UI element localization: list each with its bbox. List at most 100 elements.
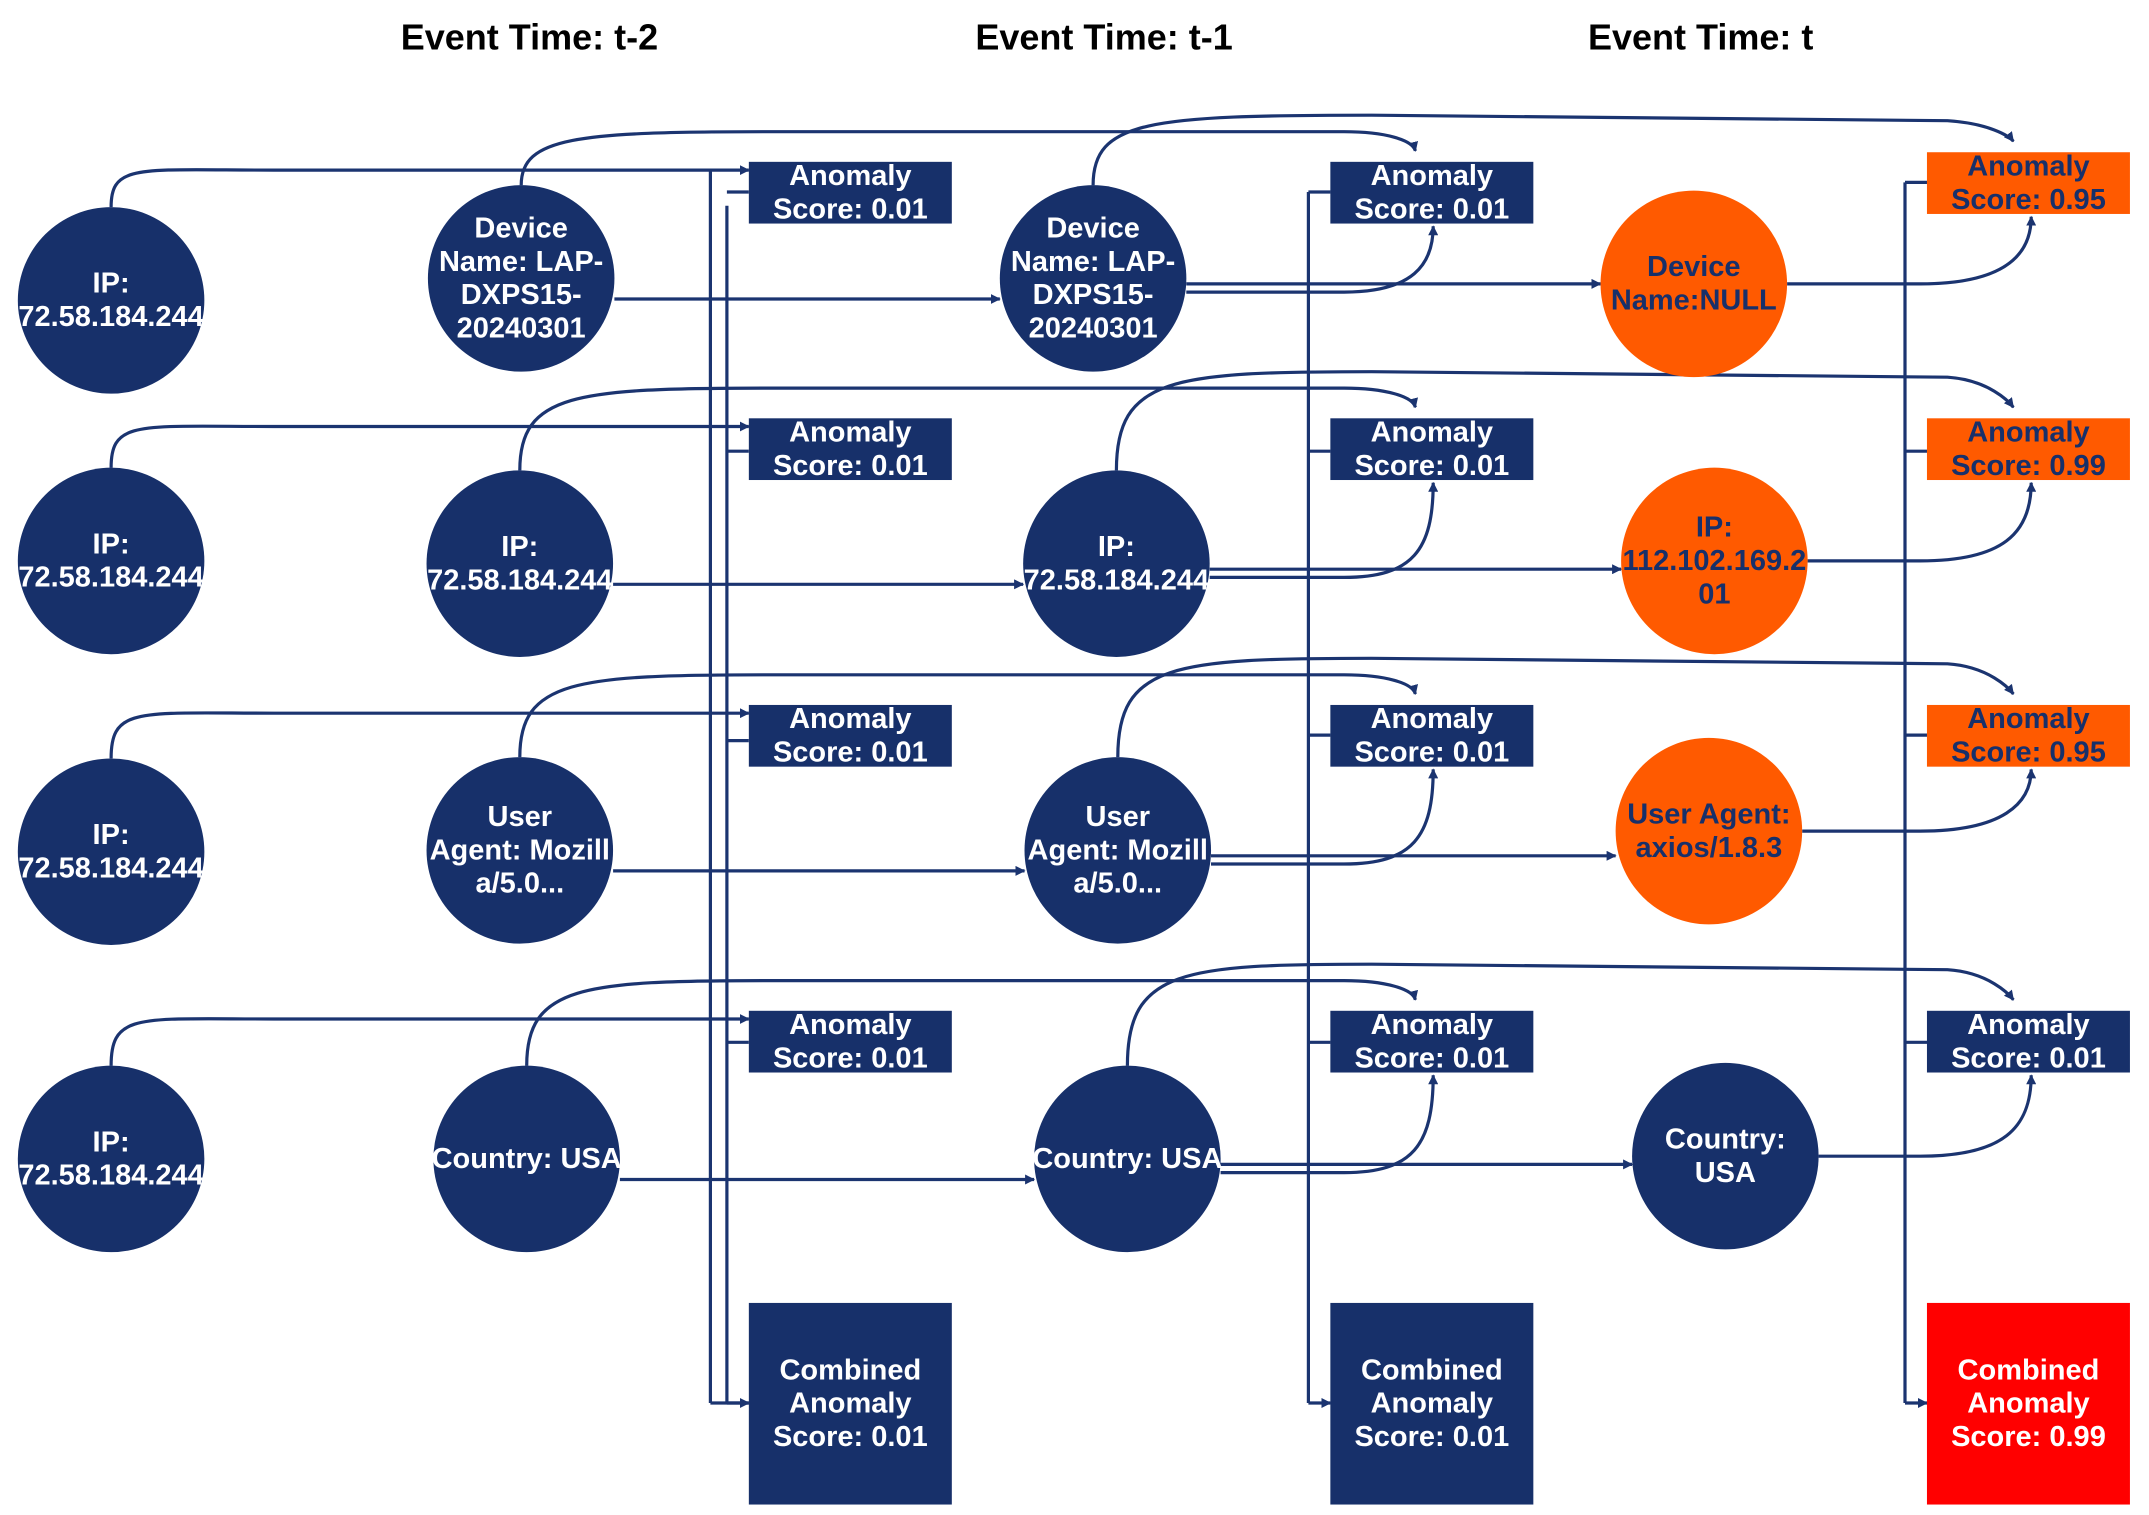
node-useragent-c2-line-1: User [488, 801, 553, 833]
edge-21 [109, 165, 750, 208]
node-device-c0-line-2: Name:NULL [1611, 285, 1777, 317]
edge-22 [519, 130, 1419, 186]
score-box-rect [1330, 418, 1534, 481]
node-device-c1-line-4: 20240301 [1029, 312, 1158, 344]
node-country-c2: Country: USA [432, 1065, 622, 1253]
root-node-country: IP:72.58.184.244 [17, 1065, 205, 1253]
node-country-c2-line-1: Country: USA [432, 1143, 622, 1175]
node-ip-c2-line-1: IP: [501, 531, 538, 563]
score-box-device-c1-line-2: Score: 0.01 [1354, 193, 1509, 225]
root-node-device: IP:72.58.184.244 [17, 207, 205, 394]
root-node-circle [17, 1065, 205, 1253]
node-useragent-c1-line-2: Agent: Mozill [1028, 834, 1208, 866]
edge-42 [109, 1014, 750, 1066]
node-device-c1-line-1: Device [1046, 212, 1140, 244]
node-circle [999, 185, 1187, 372]
node-device-c2-line-2: Name: LAP- [439, 246, 603, 278]
combined-score-c1-line-3: Score: 0.01 [1354, 1421, 1509, 1453]
edge-43 [525, 979, 1418, 1066]
root-node-useragent: IP:72.58.184.244 [17, 758, 205, 945]
edge-46 [1220, 1074, 1439, 1175]
node-ip-c2-line-2: 72.58.184.244 [427, 564, 612, 596]
node-useragent-c1-line-3: a/5.0... [1073, 868, 1162, 900]
score-box-rect [748, 704, 952, 767]
score-box-rect [1926, 1010, 2130, 1073]
edge-37 [1116, 656, 2015, 758]
score-box-rect [748, 161, 952, 224]
score-box-ip-c1-line-1: Anomaly [1371, 417, 1493, 449]
node-device-c0-line-1: Device [1647, 251, 1741, 283]
score-box-ip-c2-line-1: Anomaly [789, 417, 911, 449]
score-box-useragent-c2-line-2: Score: 0.01 [773, 736, 928, 768]
edge-25 [1186, 225, 1439, 294]
edge-27 [1787, 215, 2037, 286]
node-ip-c1: IP:72.58.184.244 [1023, 470, 1210, 657]
node-ip-c0: IP:112.102.169.201 [1621, 467, 1808, 655]
node-device-c2-line-1: Device [474, 212, 568, 244]
edge-29 [518, 386, 1418, 471]
node-ip-c1-line-2: 72.58.184.244 [1024, 564, 1209, 596]
edge-44 [1125, 962, 2015, 1066]
combined-score-rect [1926, 1302, 2130, 1505]
score-box-ip-c0-line-2: Score: 0.99 [1951, 450, 2106, 482]
root-node-ip: IP:72.58.184.244 [17, 467, 205, 655]
node-circle [1615, 737, 1803, 925]
score-box-useragent-c1-line-2: Score: 0.01 [1354, 736, 1509, 768]
edge-41 [1802, 768, 2037, 833]
node-circle [433, 1065, 620, 1253]
node-useragent-c1-line-1: User [1086, 801, 1151, 833]
score-box-ip-c0-line-1: Anomaly [1967, 417, 2089, 449]
score-box-rect [1330, 704, 1534, 767]
node-device-c1-line-2: Name: LAP- [1011, 246, 1175, 278]
score-box-ip-c2-line-2: Score: 0.01 [773, 450, 928, 482]
column-header-c2: Event Time: t-2 [401, 17, 658, 58]
root-node-circle [17, 758, 205, 945]
node-circle [427, 185, 615, 372]
node-circle [1024, 757, 1212, 944]
node-circle [1023, 470, 1210, 657]
score-box-useragent-c1-line-1: Anomaly [1371, 703, 1493, 735]
node-ip-c2: IP:72.58.184.244 [426, 470, 614, 657]
combined-score-c0-line-3: Score: 0.99 [1951, 1421, 2106, 1453]
node-ip-c0-line-2: 112.102.169.2 [1622, 545, 1806, 577]
node-useragent-c2-line-3: a/5.0... [475, 868, 564, 900]
combined-score-c0-line-2: Anomaly [1967, 1388, 2089, 1420]
combined-score-c1-line-1: Combined [1361, 1354, 1503, 1386]
score-box-country-c1-line-2: Score: 0.01 [1354, 1042, 1509, 1074]
score-box-country-c0-line-2: Score: 0.01 [1951, 1042, 2106, 1074]
score-box-ip-c1-line-2: Score: 0.01 [1354, 450, 1509, 482]
edge-35 [109, 708, 750, 759]
node-circle [1632, 1062, 1819, 1250]
combined-score-c0-line-1: Combined [1958, 1354, 2100, 1386]
edge-39 [1211, 768, 1439, 866]
root-node-ip-line-1: IP: [93, 528, 130, 560]
node-useragent-c0-line-1: User Agent: [1627, 798, 1790, 830]
score-box-rect [1926, 152, 2130, 214]
node-country-c1: Country: USA [1032, 1065, 1222, 1253]
score-box-useragent-c0-line-1: Anomaly [1967, 703, 2089, 735]
node-circle [1600, 190, 1788, 378]
combined-score-c2-line-1: Combined [779, 1354, 921, 1386]
score-box-device-c1-line-1: Anomaly [1371, 160, 1493, 192]
score-box-country-c0-line-1: Anomaly [1967, 1009, 2089, 1041]
node-useragent-c0: User Agent:axios/1.8.3 [1615, 737, 1803, 925]
combined-score-c1-line-2: Anomaly [1371, 1388, 1493, 1420]
root-node-useragent-line-2: 72.58.184.244 [18, 852, 203, 884]
node-ip-c0-line-3: 01 [1698, 578, 1730, 610]
node-device-c1-line-3: DXPS15- [1033, 279, 1154, 311]
score-box-rect [1330, 1010, 1534, 1073]
root-node-country-line-1: IP: [93, 1126, 130, 1158]
